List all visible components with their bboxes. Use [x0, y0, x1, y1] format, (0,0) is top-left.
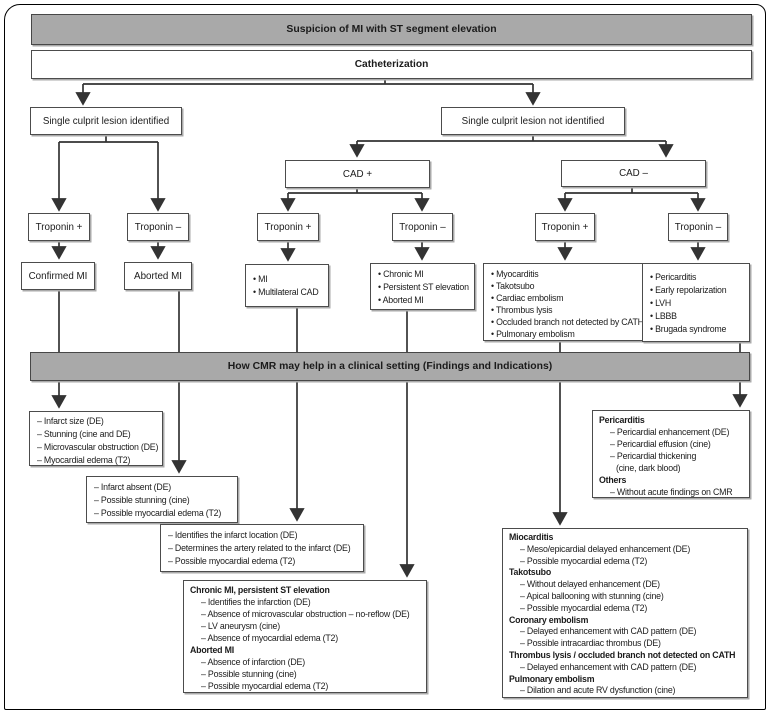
list-item: • Persistent ST elevation [378, 282, 469, 292]
cad-positive-node: CAD + [285, 160, 430, 188]
list-item: – Stunning (cine and DE) [37, 429, 131, 439]
title-bar: Suspicion of MI with ST segment elevatio… [31, 14, 752, 45]
section-item: – Delayed enhancement with CAD pattern (… [520, 626, 697, 637]
section-header: Pulmonary embolism [509, 673, 595, 684]
aborted-mi-node: Aborted MI [124, 262, 192, 290]
list-item: – Possible myocardial edema (T2) [168, 556, 296, 566]
section-item: – Delayed enhancement with CAD pattern (… [520, 661, 697, 672]
section-item: – Possible stunning (cine) [201, 669, 297, 679]
confirmed-mi-node: Confirmed MI [21, 262, 95, 290]
section-item: – Without acute findings on CMR [610, 487, 733, 497]
catheterization-node: Catheterization [31, 50, 752, 79]
troponin-neg-node-2: Troponin – [392, 213, 453, 241]
troponin-pos-node-1: Troponin + [28, 213, 90, 241]
section-item: – Pericardial effusion (cine) [610, 439, 711, 449]
list-item: • Early repolarization [650, 285, 727, 295]
list-item: • MI [253, 274, 268, 284]
outcome-mi-multilateral-box: • MI • Multilateral CAD [245, 264, 329, 307]
list-item: • Takotsubo [491, 281, 535, 291]
section-item: – Possible myocardial edema (T2) [520, 602, 648, 613]
cad-negative-node: CAD – [561, 160, 706, 187]
list-item: • Cardiac embolism [491, 293, 564, 303]
section-header: Coronary embolism [509, 614, 589, 625]
section-header: Aborted MI [190, 645, 234, 655]
troponin-pos-node-3: Troponin + [535, 213, 595, 241]
section-header: Others [599, 475, 627, 485]
list-item: • Pericarditis [650, 272, 697, 282]
findings-aborted-mi-box: – Infarct absent (DE) – Possible stunning… [86, 476, 238, 523]
list-item: • LBBB [650, 311, 677, 321]
section-item: – Absence of microvascular obstruction –… [201, 609, 410, 619]
findings-myocarditis-box: Miocarditis– Meso/epicardial delayed enh… [502, 528, 748, 698]
section-item: (cine, dark blood) [616, 463, 681, 473]
outer-frame [4, 4, 766, 710]
section-item: – Possible myocardial edema (T2) [201, 681, 329, 691]
section-item: – Possible myocardial edema (T2) [520, 555, 648, 566]
findings-chronic-aborted-box: Chronic MI, persistent ST elevation – Ide… [183, 580, 427, 693]
section-item: – Meso/epicardial delayed enhancement (D… [520, 543, 691, 554]
list-item: • Chronic MI [378, 269, 424, 279]
list-item: – Possible myocardial edema (T2) [94, 508, 222, 518]
list-item: – Possible stunning (cine) [94, 495, 190, 505]
section-item: – Without delayed enhancement (DE) [520, 579, 660, 590]
outcome-chronic-mi-box: • Chronic MI • Persistent ST elevation • A… [370, 263, 475, 310]
section-item: – Absence of infarction (DE) [201, 657, 305, 667]
list-item: • Multilateral CAD [253, 287, 319, 297]
list-item: • Aborted MI [378, 295, 424, 305]
section-item: – Identifies the infarction (DE) [201, 597, 311, 607]
list-item: • Myocarditis [491, 269, 539, 279]
section-item: – Pericardial enhancement (DE) [610, 427, 730, 437]
single-culprit-not-identified-node: Single culprit lesion not identified [441, 107, 625, 135]
findings-mi-multilateral-box: – Identifies the infarct location (DE) – … [160, 524, 364, 572]
section-header: Takotsubo [509, 567, 552, 578]
list-item: – Determines the artery related to the i… [168, 543, 351, 553]
section-item: – Apical ballooning with stunning (cine) [520, 590, 664, 601]
list-item: – Myocardial edema (T2) [37, 455, 131, 465]
list-item: – Identifies the infarct location (DE) [168, 530, 298, 540]
section-header: Thrombus lysis / occluded branch not det… [509, 649, 736, 660]
single-culprit-identified-node: Single culprit lesion identified [30, 107, 182, 135]
list-item: • Pulmonary embolism [491, 329, 575, 339]
list-item: • Occluded branch not detected by CATH [491, 317, 644, 327]
troponin-neg-node-3: Troponin – [668, 213, 728, 241]
section-item: – Possible intracardiac thrombus (DE) [520, 638, 661, 649]
outcome-myocarditis-box: • Myocarditis • Takotsubo • Cardiac emboli… [483, 263, 647, 341]
section-header: Chronic MI, persistent ST elevation [190, 585, 330, 595]
list-item: – Microvascular obstruction (DE) [37, 442, 159, 452]
troponin-neg-node-1: Troponin – [127, 213, 189, 241]
list-item: • Brugada syndrome [650, 324, 727, 334]
outcome-pericarditis-box: • Pericarditis • Early repolarization • LV… [642, 263, 750, 342]
section-item: – Dilation and acute RV dysfunction (cin… [520, 685, 676, 696]
section-header: Miocarditis [509, 532, 554, 542]
section-item: – Absence of myocardial edema (T2) [201, 633, 338, 643]
list-item: • LVH [650, 298, 671, 308]
cmr-help-bar: How CMR may help in a clinical setting (… [30, 352, 750, 381]
list-item: – Infarct absent (DE) [94, 482, 171, 492]
list-item: – Infarct size (DE) [37, 416, 104, 426]
list-item: • Thrombus lysis [491, 305, 553, 315]
section-item: – Pericardial thickening [610, 451, 697, 461]
troponin-pos-node-2: Troponin + [257, 213, 319, 241]
findings-confirmed-mi-box: – Infarct size (DE) – Stunning (cine and … [29, 411, 163, 466]
findings-pericarditis-others-box: Pericarditis – Pericardial enhancement (D… [592, 410, 750, 498]
section-item: – LV aneurysm (cine) [201, 621, 280, 631]
section-header: Pericarditis [599, 415, 645, 425]
